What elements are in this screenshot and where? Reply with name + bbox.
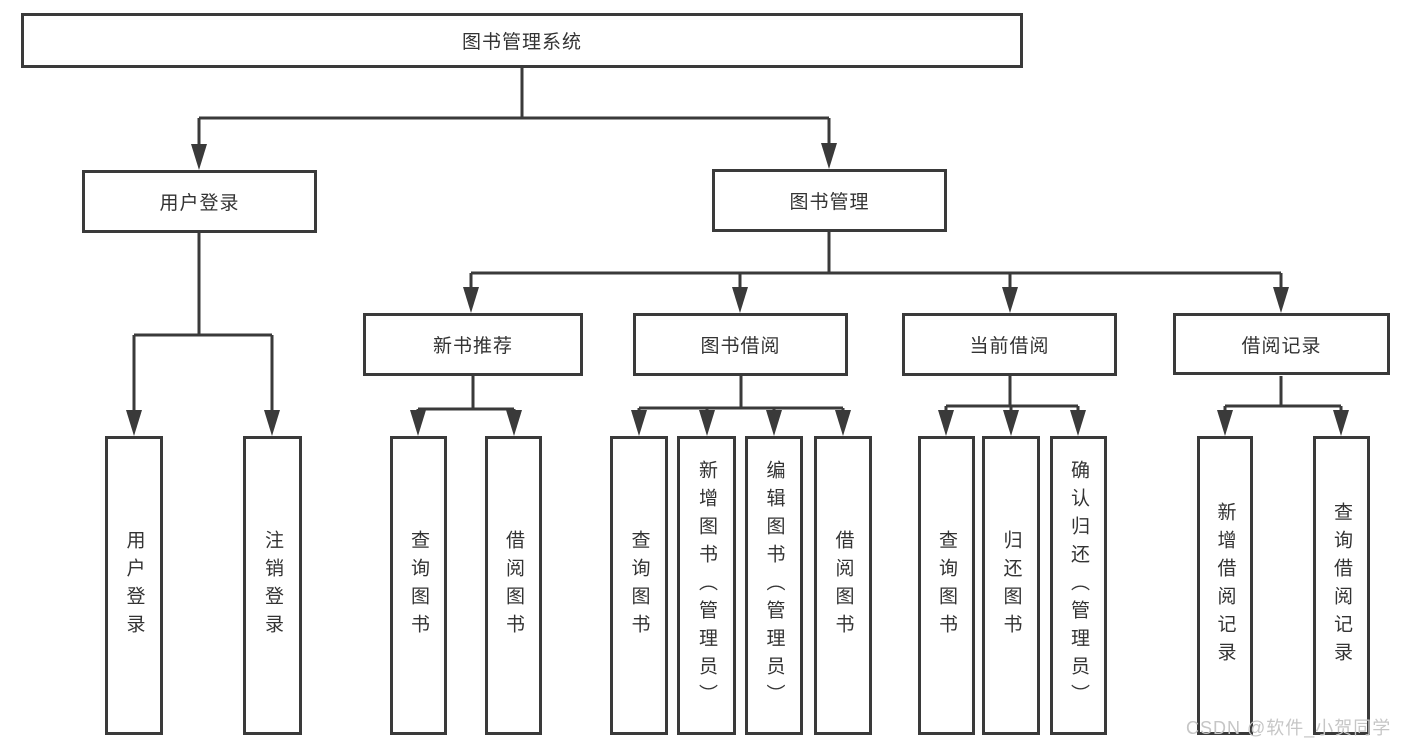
node-new-book-recommend: 新书推荐 bbox=[363, 313, 583, 376]
node-label: 用户登录 bbox=[159, 193, 240, 214]
leaf-recommend-query-books: 查询图书 bbox=[390, 436, 447, 735]
node-label: 注销登录 bbox=[262, 529, 283, 642]
node-label: 图书管理系统 bbox=[461, 32, 582, 53]
node-label: 编辑图书（管理员） bbox=[763, 459, 785, 712]
node-label: 查询借阅记录 bbox=[1331, 501, 1352, 670]
leaf-borrow-add-books-admin: 新增图书（管理员） bbox=[677, 436, 736, 735]
node-label: 借阅图书 bbox=[832, 529, 854, 642]
node-book-management: 图书管理 bbox=[712, 169, 947, 232]
node-label: 当前借阅 bbox=[969, 336, 1050, 357]
node-label: 确认归还（管理员） bbox=[1068, 459, 1089, 712]
leaf-records-add-record: 新增借阅记录 bbox=[1197, 436, 1253, 735]
node-label: 图书借阅 bbox=[700, 336, 781, 357]
node-label: 查询图书 bbox=[936, 529, 957, 642]
leaf-recommend-borrow-books: 借阅图书 bbox=[485, 436, 542, 735]
leaf-current-query-books: 查询图书 bbox=[918, 436, 975, 735]
leaf-borrow-edit-books-admin: 编辑图书（管理员） bbox=[745, 436, 803, 735]
leaf-current-confirm-return-admin: 确认归还（管理员） bbox=[1050, 436, 1107, 735]
arrowheads bbox=[126, 143, 1349, 436]
node-label: 查询图书 bbox=[628, 529, 650, 642]
node-label: 新书推荐 bbox=[432, 336, 513, 357]
node-label: 借阅图书 bbox=[503, 529, 524, 642]
node-label: 新增借阅记录 bbox=[1214, 501, 1236, 670]
leaf-logout: 注销登录 bbox=[243, 436, 302, 735]
leaf-borrow-query-books: 查询图书 bbox=[610, 436, 668, 735]
csdn-watermark: CSDN @软件_小贺同学 bbox=[1186, 718, 1392, 738]
leaf-current-return-books: 归还图书 bbox=[982, 436, 1040, 735]
node-book-borrow: 图书借阅 bbox=[633, 313, 848, 376]
leaf-user-login: 用户登录 bbox=[105, 436, 163, 735]
leaf-borrow-borrow-books: 借阅图书 bbox=[814, 436, 872, 735]
node-label: 查询图书 bbox=[408, 529, 429, 642]
node-current-borrow: 当前借阅 bbox=[902, 313, 1117, 376]
node-system-root: 图书管理系统 bbox=[21, 13, 1023, 68]
node-user-login: 用户登录 bbox=[82, 170, 317, 233]
node-label: 归还图书 bbox=[1000, 529, 1022, 642]
node-label: 图书管理 bbox=[789, 192, 870, 213]
node-label: 新增图书（管理员） bbox=[696, 459, 717, 712]
node-borrow-records: 借阅记录 bbox=[1173, 313, 1390, 375]
node-label: 借阅记录 bbox=[1241, 335, 1322, 357]
leaf-records-query-record: 查询借阅记录 bbox=[1313, 436, 1370, 735]
node-label: 用户登录 bbox=[123, 529, 145, 642]
